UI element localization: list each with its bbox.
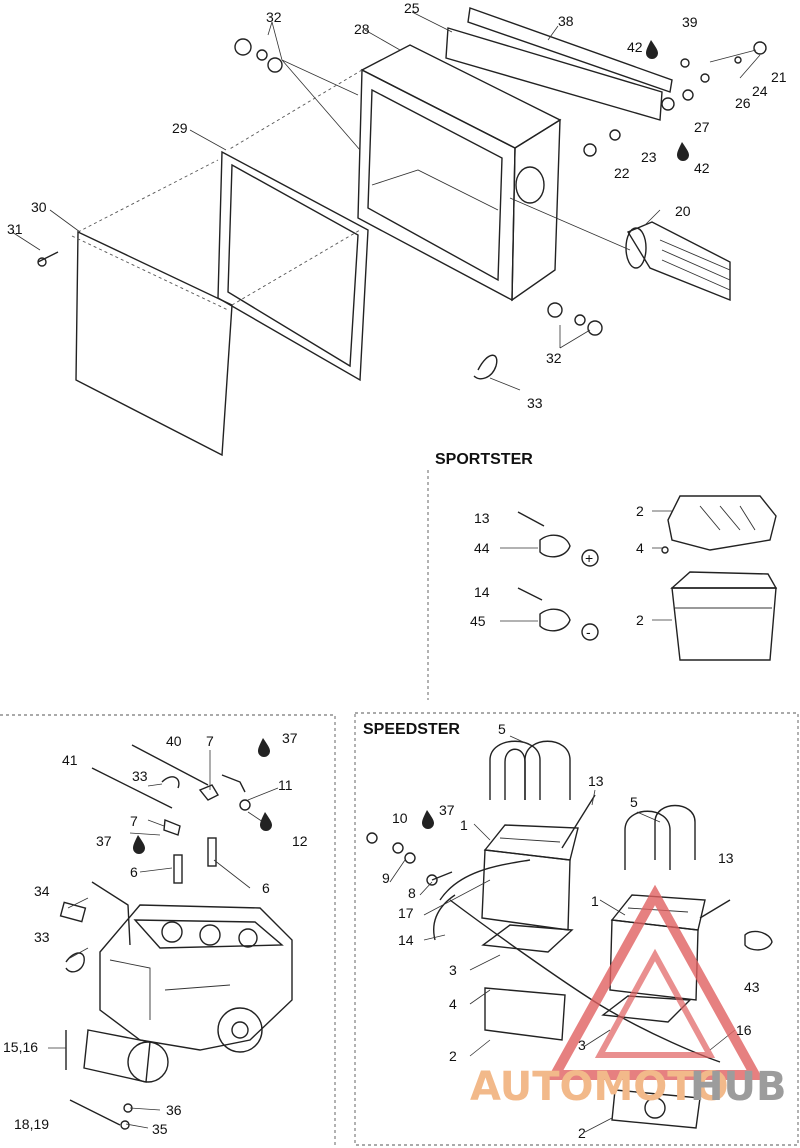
callout-label: 4	[449, 996, 457, 1012]
watermark-text-b: HUB	[690, 1064, 786, 1110]
callout-label: 30	[31, 199, 47, 215]
callout-label: 7	[130, 813, 138, 829]
callout-label: 10	[392, 810, 408, 826]
callout-label: 29	[172, 120, 188, 136]
callout-label: 33	[34, 929, 50, 945]
callout-label: 14	[398, 932, 414, 948]
watermark-text-a: AUTOMOTO	[470, 1064, 729, 1110]
callout-label: 2	[449, 1048, 457, 1064]
drop-icon	[422, 810, 434, 829]
callout-label: 8	[408, 885, 416, 901]
callout-label: 43	[744, 979, 760, 995]
negative-terminal-symbol: -	[586, 624, 591, 640]
callout-label: 2	[636, 503, 644, 519]
sportster-title: SPORTSTER	[435, 451, 533, 468]
callout-label: 4	[636, 540, 644, 556]
drop-icon	[258, 738, 270, 757]
callout-label: 7	[206, 733, 214, 749]
callout-label: 3	[578, 1037, 586, 1053]
callout-label: 37	[282, 730, 298, 746]
callout-label: 39	[682, 14, 698, 30]
callout-label: 26	[735, 95, 751, 111]
drop-icon	[260, 812, 272, 831]
callout-label: 15,16	[3, 1039, 38, 1055]
callout-labels: 32 25 38 39 28 42 21 24 26 27 29 23 22 4…	[3, 0, 787, 1141]
callout-label: 28	[354, 21, 370, 37]
callout-label: 31	[7, 221, 23, 237]
callout-label: 5	[630, 794, 638, 810]
callout-label: 42	[694, 160, 710, 176]
sportster-panel: SPORTSTER	[435, 451, 778, 661]
callout-label: 42	[627, 39, 643, 55]
callout-label: 22	[614, 165, 630, 181]
engine-panel	[0, 714, 336, 1148]
drop-icon	[646, 40, 658, 59]
callout-label: 24	[752, 83, 768, 99]
callout-label: 37	[439, 802, 455, 818]
callout-label: 35	[152, 1121, 168, 1137]
callout-label: 11	[278, 777, 293, 793]
callout-label: 13	[588, 773, 604, 789]
callout-label: 2	[578, 1125, 586, 1141]
callout-label: 36	[166, 1102, 182, 1118]
callout-label: 40	[166, 733, 182, 749]
callout-label: 27	[694, 119, 710, 135]
callout-label: 6	[262, 880, 270, 896]
callout-label: 21	[771, 69, 787, 85]
callout-label: 5	[498, 721, 506, 737]
callout-label: 6	[130, 864, 138, 880]
callout-label: 12	[292, 833, 308, 849]
speedster-title: SPEEDSTER	[363, 721, 460, 738]
callout-label: 32	[266, 9, 282, 25]
callout-label: 1	[591, 893, 599, 909]
callout-label: 16	[736, 1022, 752, 1038]
callout-label: 23	[641, 149, 657, 165]
top-assembly	[11, 7, 767, 457]
callout-label: 41	[62, 752, 78, 768]
callout-label: 45	[470, 613, 486, 629]
drop-icon	[677, 142, 689, 161]
watermark: AUTOMOTO HUB	[470, 884, 786, 1110]
callout-label: 38	[558, 13, 574, 29]
drop-icon	[133, 835, 145, 854]
positive-terminal-symbol: +	[585, 550, 593, 566]
callout-label: 34	[34, 883, 50, 899]
callout-label: 20	[675, 203, 691, 219]
callout-label: 37	[96, 833, 112, 849]
callout-label: 33	[132, 768, 148, 784]
callout-label: 14	[474, 584, 490, 600]
drop-icons	[133, 40, 689, 854]
callout-label: 9	[382, 870, 390, 886]
callout-label: 25	[404, 0, 420, 16]
callout-label: 13	[474, 510, 490, 526]
callout-label: 3	[449, 962, 457, 978]
callout-label: 44	[474, 540, 490, 556]
callout-label: 13	[718, 850, 734, 866]
callout-label: 18,19	[14, 1116, 49, 1132]
callout-label: 32	[546, 350, 562, 366]
callout-label: 2	[636, 612, 644, 628]
watermark-logo-icon	[546, 884, 764, 1080]
callout-label: 33	[527, 395, 543, 411]
callout-label: 1	[460, 817, 468, 833]
callout-label: 17	[398, 905, 414, 921]
